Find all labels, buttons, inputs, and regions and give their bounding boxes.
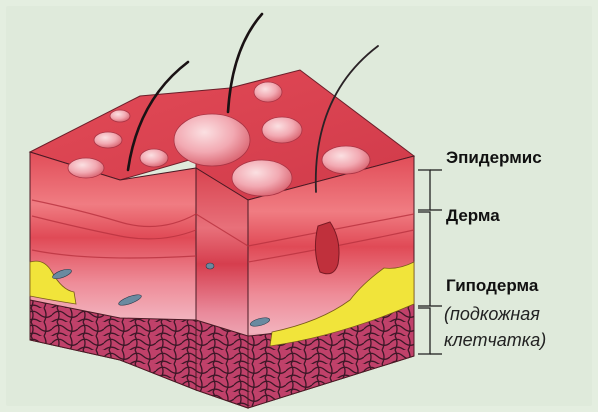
layer-brackets (418, 170, 442, 354)
label-hypodermis: Гиподерма (446, 276, 538, 296)
label-hypodermis-note-1: (подкожная (444, 304, 540, 325)
tissue-layer-middle (196, 320, 248, 408)
label-hypodermis-note-2: клетчатка) (444, 330, 546, 351)
label-dermis: Дерма (446, 206, 500, 226)
label-epidermis: Эпидермис (446, 148, 542, 168)
